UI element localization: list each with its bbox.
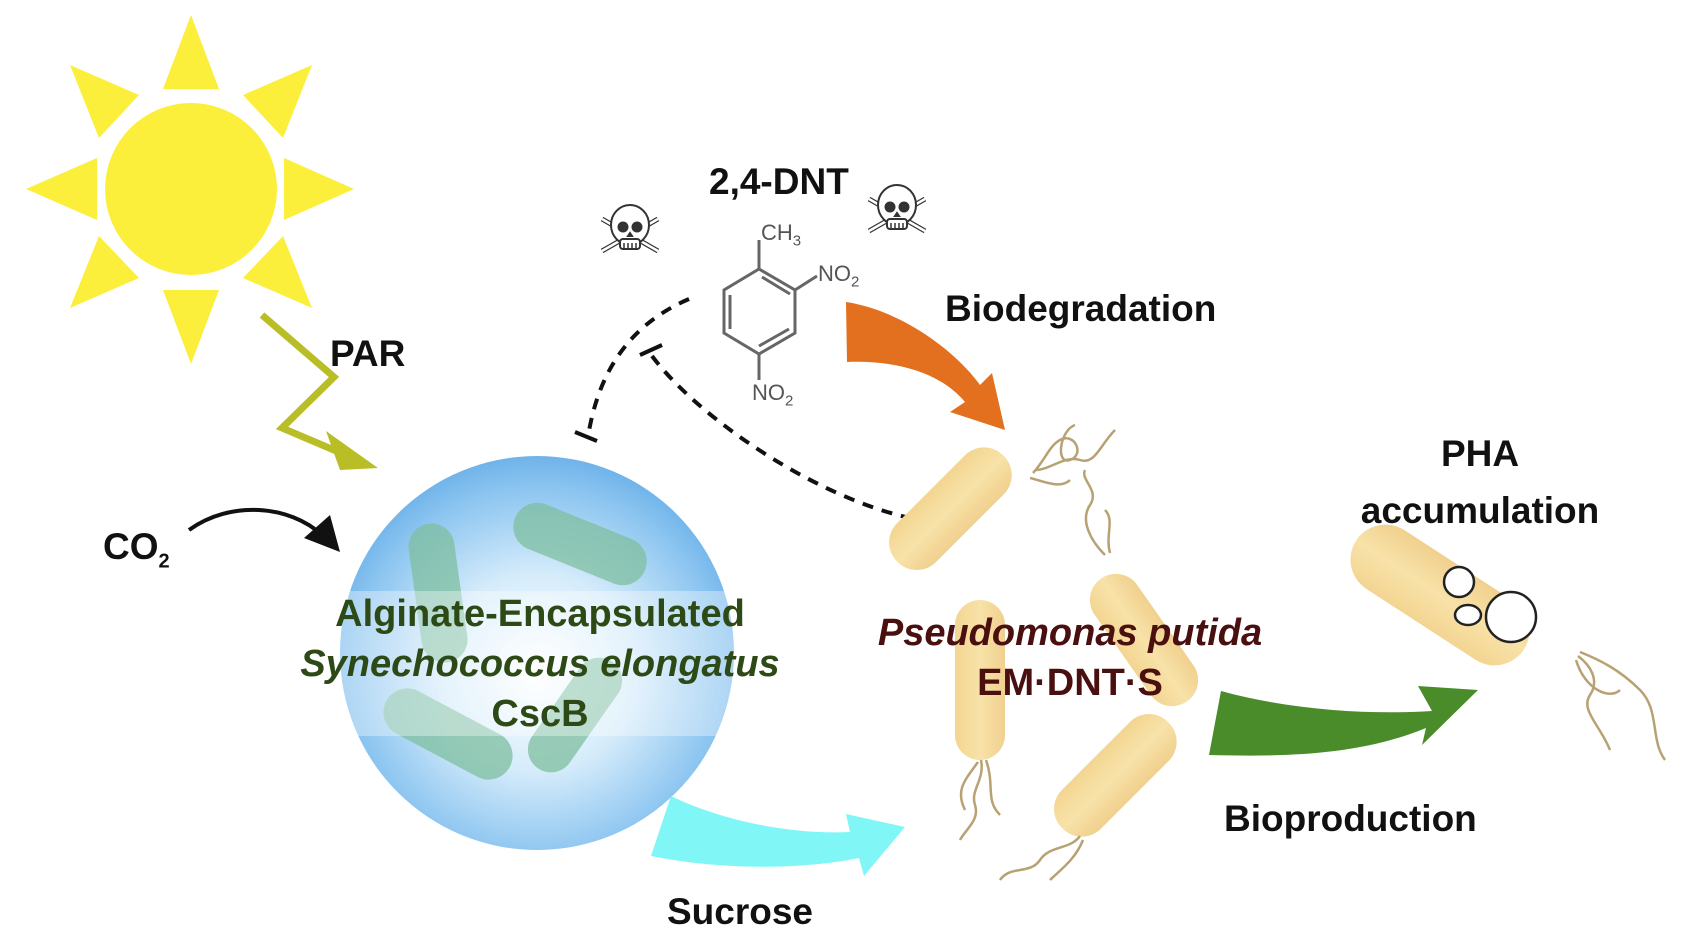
synechococcus-label-line3: CscB [491,693,589,735]
ch3-subscript: 3 [792,232,802,250]
no2-subscript: 2 [785,392,794,410]
skull-crossbones-icon [867,184,927,234]
cyanobacteria-cells [383,502,647,780]
skull-crossbones-icon [600,204,660,254]
sucrose-label: Sucrose [667,891,814,932]
par-label: PAR [330,333,406,374]
pha-label-line1: PHA [1440,433,1520,474]
co2-arrow-icon [187,507,340,552]
pseudomonas-cells [889,447,1530,837]
pha-granules [1442,565,1538,644]
alginate-bead [340,456,734,850]
biodegradation-label: Biodegradation [945,288,1217,329]
ch3-main: CH [761,220,793,245]
dnt-structure [722,240,818,380]
no2-subscript: 2 [851,273,860,291]
co2-main: CO [103,526,159,567]
pseudomonas-label-line2: EM·DNT·S [977,662,1163,704]
no2-main: NO [818,261,851,286]
flagella [958,423,1667,881]
ch3-group: CH3 [761,220,802,250]
co2-label: CO2 [103,528,170,571]
sun-icon [26,15,354,364]
pha-label-line2: accumulation [1360,490,1600,531]
bioproduction-arrow-icon [1209,686,1478,756]
synechococcus-label-line2: Synechococcus elongatus [300,643,780,685]
sucrose-arrow-icon [651,796,905,876]
inhibition-line-dnt-to-bead [586,297,690,438]
bioproduction-label: Bioproduction [1224,798,1477,839]
inhibition-bars [574,343,663,443]
no2-group-ortho: NO2 [818,261,860,291]
pseudomonas-label-line1: Pseudomonas putida [877,612,1263,654]
co2-subscript: 2 [158,550,170,573]
no2-main: NO [752,380,785,405]
biodegradation-arrow-icon [846,302,1005,430]
no2-group-para: NO2 [752,380,794,410]
par-lightning-arrow-icon [259,312,378,470]
dnt-title: 2,4-DNT [709,161,849,202]
inhibition-lines [586,297,916,521]
synechococcus-label-line1: Alginate-Encapsulated [335,593,745,635]
